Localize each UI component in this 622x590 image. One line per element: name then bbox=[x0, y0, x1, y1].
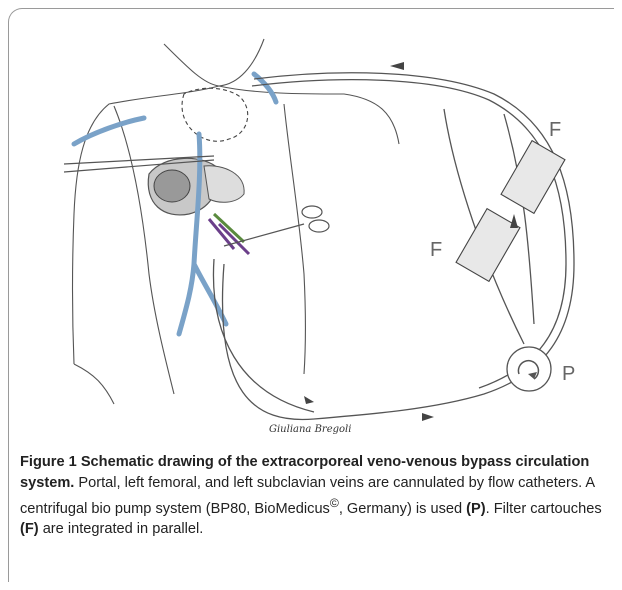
arrow-top bbox=[390, 62, 404, 70]
tumor bbox=[154, 170, 190, 202]
caption-text-4: are integrated in parallel. bbox=[39, 521, 204, 537]
body-outline bbox=[73, 39, 400, 404]
filter-upper-label: F bbox=[549, 119, 561, 141]
pump-label: P bbox=[562, 363, 575, 385]
arrow-left bbox=[304, 396, 314, 404]
dashed-organ-outline bbox=[182, 88, 248, 141]
hilum-cannulas bbox=[209, 214, 249, 254]
filter-lower-label: F bbox=[430, 239, 442, 261]
caption-f-ref: (F) bbox=[20, 521, 39, 537]
bypass-drawing: F F P Giuliana Bregoli bbox=[14, 14, 614, 444]
arrow-right bbox=[510, 214, 518, 228]
caption-text-3: . Filter cartouches bbox=[486, 501, 602, 517]
arrow-bottom bbox=[422, 413, 434, 421]
liver-right-lobe bbox=[204, 166, 244, 203]
caption-copyright: © bbox=[330, 496, 339, 510]
filter-cartridges bbox=[456, 141, 565, 282]
figure-caption: Figure 1 Schematic drawing of the extrac… bbox=[20, 452, 612, 540]
artist-signature: Giuliana Bregoli bbox=[269, 424, 351, 435]
caption-text-2: , Germany) is used bbox=[339, 501, 466, 517]
pump bbox=[507, 347, 551, 391]
caption-p-ref: (P) bbox=[466, 501, 485, 517]
